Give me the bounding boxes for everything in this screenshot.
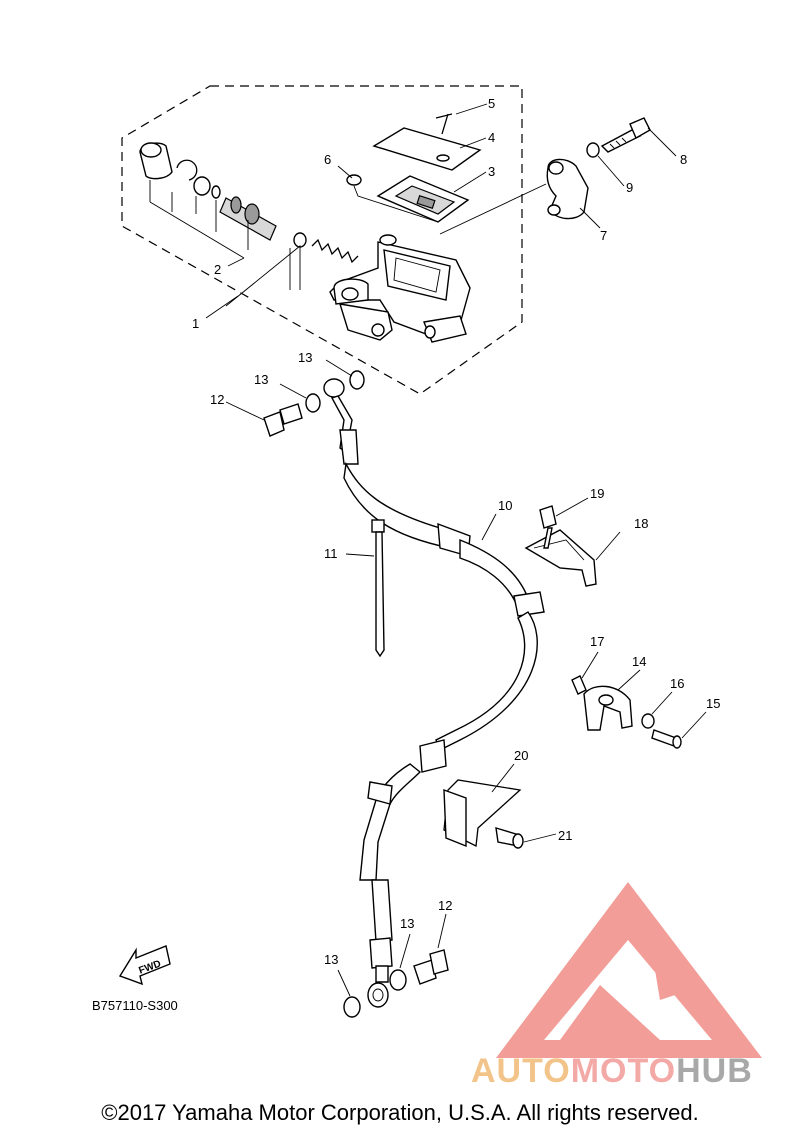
watermark-logo-icon	[496, 882, 762, 1058]
union-bolt-icon	[413, 949, 449, 985]
callout-13-c: 13	[400, 916, 414, 931]
callout-9: 9	[626, 180, 633, 195]
lever-holder-icon	[439, 117, 651, 235]
callout-21: 21	[558, 828, 572, 843]
bracket-icon	[443, 779, 524, 849]
callout-18: 18	[634, 516, 648, 531]
callout-5: 5	[488, 96, 495, 111]
callout-2: 2	[214, 262, 221, 277]
copyright-notice: ©2017 Yamaha Motor Corporation, U.S.A. A…	[101, 1100, 699, 1125]
callout-19: 19	[590, 486, 604, 501]
callout-1: 1	[192, 316, 199, 331]
washer-icon	[305, 393, 321, 413]
callout-13-a: 13	[298, 350, 312, 365]
callout-14: 14	[632, 654, 646, 669]
master-cylinder-icon	[329, 234, 471, 343]
watermark-wordmark: AUTOMOTOHUB	[471, 1052, 753, 1091]
forward-arrow-icon: FWD	[118, 945, 171, 986]
reservoir-cap-icon	[346, 113, 482, 223]
callout-8: 8	[680, 152, 687, 167]
callout-3: 3	[488, 164, 495, 179]
callout-17: 17	[590, 634, 604, 649]
assembly-boundary	[121, 85, 523, 395]
callout-13-b: 13	[254, 372, 268, 387]
watermark-part-hub: HUB	[676, 1052, 753, 1090]
washer-icon	[389, 969, 407, 991]
callout-6: 6	[324, 152, 331, 167]
diagram-code: B757110-S300	[92, 998, 178, 1013]
brake-hose-icon	[323, 378, 545, 1008]
washer-icon	[349, 370, 365, 390]
callout-12-bottom: 12	[438, 898, 452, 913]
clamp-icon	[571, 675, 682, 749]
callout-20: 20	[514, 748, 528, 763]
cable-tie-icon	[371, 519, 385, 658]
washer-icon	[343, 996, 361, 1018]
callout-13-d: 13	[324, 952, 338, 967]
watermark-part-moto: MOTO	[570, 1052, 677, 1090]
callout-11: 11	[324, 546, 338, 561]
callout-7: 7	[600, 228, 607, 243]
callout-12-top: 12	[210, 392, 224, 407]
union-bolt-icon	[263, 403, 303, 437]
callout-15: 15	[706, 696, 720, 711]
callout-leaders	[205, 103, 707, 997]
watermark-part-auto: AUTO	[471, 1052, 571, 1090]
callout-4: 4	[488, 130, 495, 145]
callout-10: 10	[498, 498, 512, 513]
piston-kit-icon	[139, 142, 359, 307]
hose-holder-icon	[524, 505, 597, 587]
callout-16: 16	[670, 676, 684, 691]
